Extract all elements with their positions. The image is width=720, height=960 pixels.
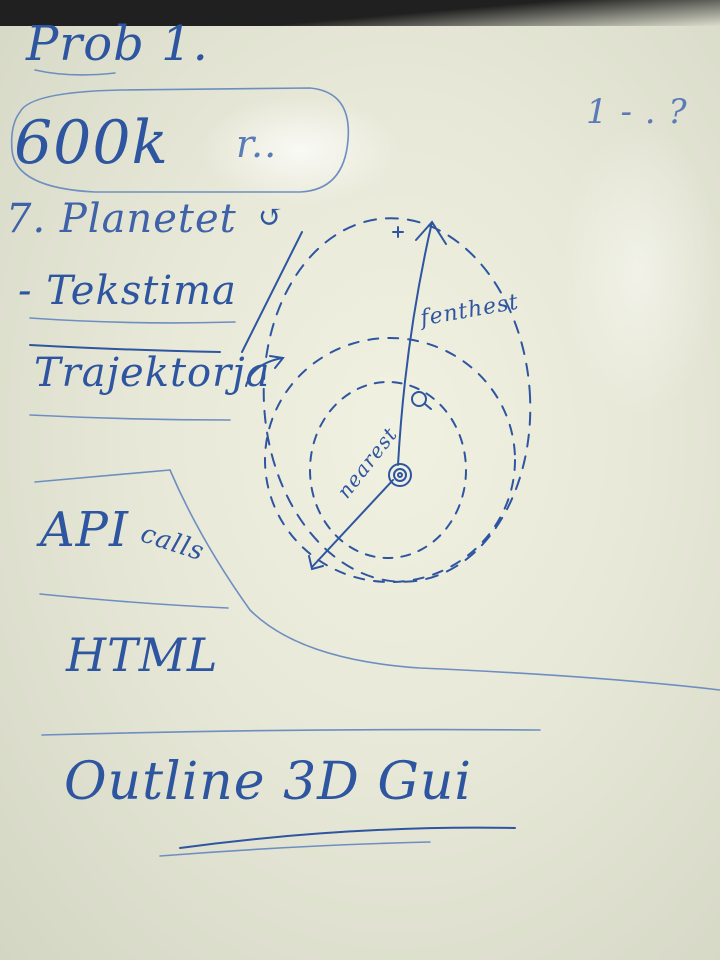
list-arrow bbox=[245, 355, 285, 387]
central-body-ring-2 bbox=[393, 468, 407, 482]
outline-underline bbox=[179, 826, 516, 849]
light-glare bbox=[200, 95, 400, 205]
api-label: API bbox=[40, 502, 129, 558]
list-item-trajectory: Trajektorja bbox=[34, 350, 271, 396]
central-body-ring-1 bbox=[388, 463, 412, 487]
orbit-middle bbox=[264, 337, 516, 583]
return-mark-icon: ↺ bbox=[258, 200, 285, 235]
title-text: Prob 1. bbox=[26, 16, 209, 72]
outline-label: Outline 3D Gui bbox=[64, 752, 473, 812]
central-body-ring-3 bbox=[397, 472, 403, 478]
orbit-inner bbox=[309, 381, 467, 559]
slanted-divider bbox=[241, 231, 303, 353]
figure-text: 600k bbox=[14, 108, 169, 178]
api-bottom-line bbox=[39, 593, 229, 609]
list-underline-1 bbox=[29, 317, 236, 324]
orbit-cross bbox=[392, 226, 404, 238]
list-item-textures: - Tekstima bbox=[18, 268, 237, 314]
list-underline-2 bbox=[29, 344, 221, 353]
api-top-line bbox=[34, 469, 171, 483]
outline-top-line bbox=[41, 728, 541, 736]
corner-note: 1 - . ? bbox=[586, 92, 688, 132]
title-underline bbox=[34, 69, 116, 76]
list-item-planets: 7. Planetet bbox=[6, 196, 237, 242]
farthest-arrow bbox=[397, 220, 447, 466]
figure-suffix-text: r.. bbox=[236, 122, 278, 166]
big-curve bbox=[169, 469, 720, 691]
figure-box bbox=[10, 87, 350, 193]
list-underline-3 bbox=[29, 414, 231, 421]
light-glare-right bbox=[560, 120, 720, 420]
nearest-arrow bbox=[308, 479, 394, 571]
board-top-edge bbox=[0, 0, 720, 26]
html-label: HTML bbox=[66, 628, 219, 682]
outline-underline-faint bbox=[159, 841, 431, 857]
planet-tail bbox=[424, 403, 432, 410]
orbit-outer bbox=[262, 217, 532, 583]
planet-marker bbox=[411, 391, 427, 407]
